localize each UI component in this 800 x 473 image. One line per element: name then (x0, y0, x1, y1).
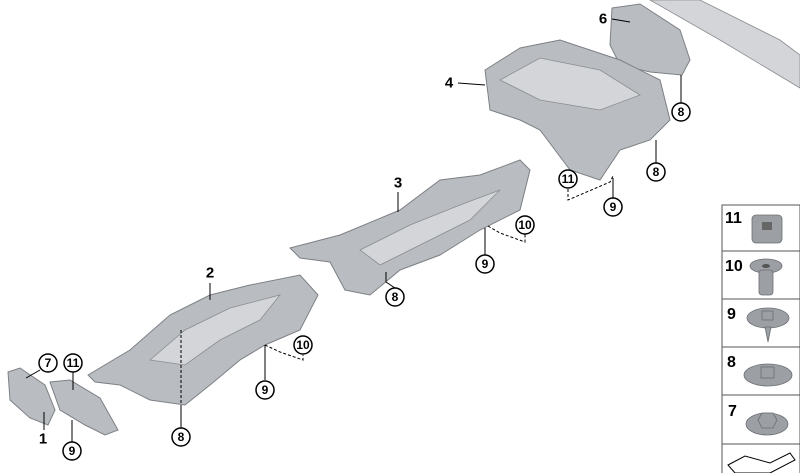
legend-item-10: 10 (721, 250, 800, 300)
callout-10: 10 (293, 335, 313, 355)
leader-lines (25, 18, 682, 442)
legend-item-8: 8 (721, 346, 800, 396)
callout-9: 9 (603, 197, 623, 217)
callout-text: 11 (67, 356, 80, 370)
part-label-6: 6 (599, 11, 607, 28)
callout-text: 8 (678, 105, 685, 119)
legend-item-9: 9 (721, 298, 800, 348)
callout-8: 8 (385, 287, 405, 307)
callout-7: 7 (38, 353, 58, 373)
callout-text: 9 (610, 200, 617, 214)
part-label-1: 1 (39, 431, 47, 448)
washer-stud-icon (746, 307, 790, 343)
legend-number: 11 (725, 210, 742, 227)
flange-nut-icon (745, 412, 789, 436)
callout-text: 10 (296, 338, 310, 352)
callout-text: 9 (69, 444, 76, 458)
sheet-bracket-icon (727, 452, 796, 473)
callout-9: 9 (255, 380, 275, 400)
clip-nut-icon (751, 214, 783, 244)
callout-text: 11 (562, 172, 575, 186)
legend-number: 7 (728, 403, 737, 420)
callout-text: 8 (392, 290, 399, 304)
callout-text: 8 (178, 430, 185, 444)
callout-text: 9 (482, 257, 489, 271)
legend-number: 8 (727, 354, 736, 371)
heat-shield-3 (289, 159, 531, 296)
callout-11: 11 (63, 353, 83, 373)
heat-shield-1 (7, 367, 119, 436)
part-label-4: 4 (445, 75, 454, 92)
legend-item-7: 7 (721, 394, 800, 445)
legend-number: 10 (725, 258, 743, 275)
callout-8: 8 (171, 427, 191, 447)
heat-shield-2 (87, 274, 319, 406)
callout-text: 10 (518, 218, 532, 232)
expanding-rivet-icon (749, 258, 783, 296)
callout-8: 8 (646, 162, 666, 182)
heat-shield-4 (484, 39, 671, 181)
callout-9: 9 (62, 441, 82, 461)
hardware-legend: 11 10 9 8 7 (721, 204, 800, 473)
washer-nut-icon (743, 363, 793, 387)
legend-item-11: 11 (721, 204, 800, 252)
part-label-2: 2 (206, 265, 214, 282)
callout-text: 8 (653, 165, 660, 179)
callout-11: 11 (558, 169, 578, 189)
callout-8: 8 (671, 102, 691, 122)
part-label-3: 3 (394, 175, 402, 192)
legend-number: 9 (727, 306, 736, 323)
callout-10: 10 (515, 215, 535, 235)
callout-text: 7 (45, 356, 52, 370)
legend-footer (721, 443, 800, 473)
callout-text: 9 (262, 383, 269, 397)
callout-9: 9 (475, 254, 495, 274)
